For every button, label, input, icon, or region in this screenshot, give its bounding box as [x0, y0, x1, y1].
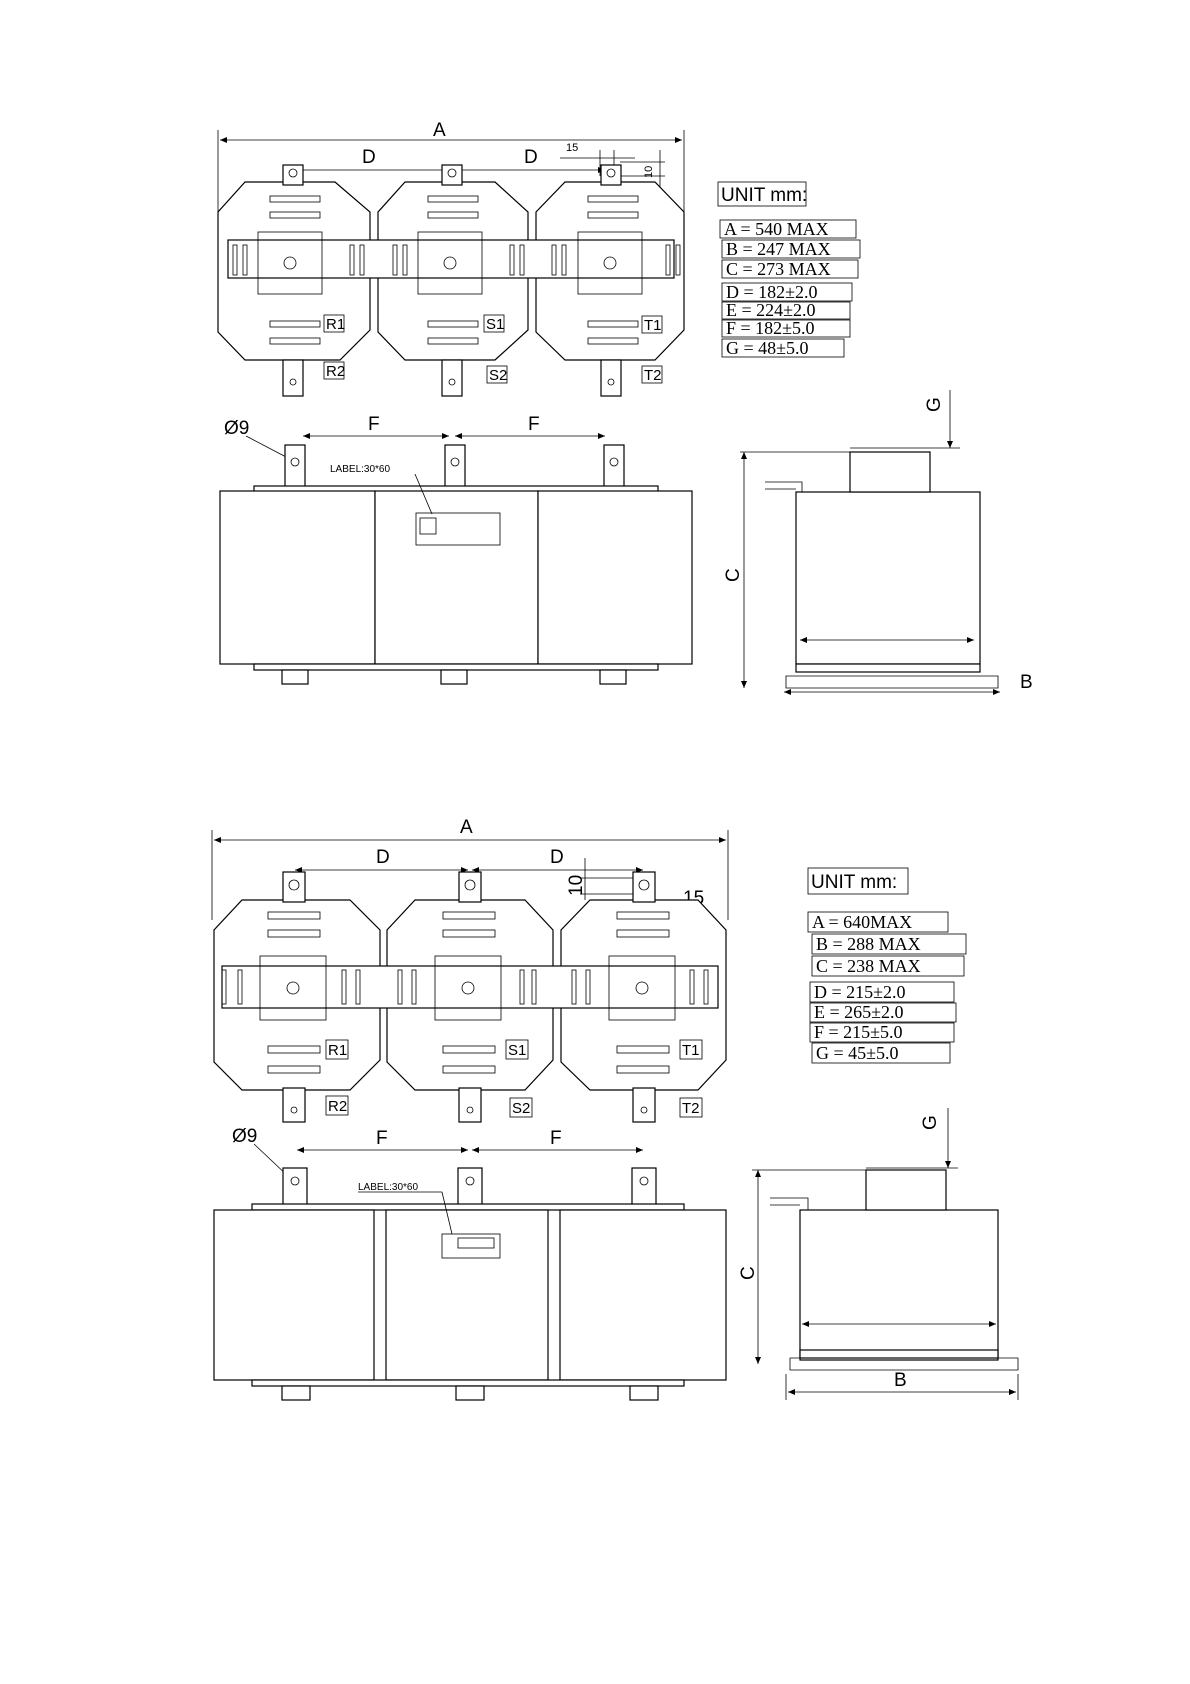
front-view-2: Ø9 F F LABEL:30*60 [214, 1126, 726, 1400]
top-view-coils [218, 165, 684, 396]
dim-d-right-label-2: D [550, 847, 564, 868]
terminal-s1-2: S1 [508, 1042, 526, 1059]
hole-label: Ø9 [224, 418, 249, 439]
top-view-coils-2 [214, 872, 726, 1122]
table-row-d-2: D = 215±2.0 [814, 982, 906, 1002]
dim-c-label: C [723, 568, 744, 582]
dim-f-right-label-2: F [550, 1128, 562, 1149]
dim-f-right-label: F [528, 414, 540, 435]
terminal-t1: T1 [644, 317, 662, 334]
dim-d-left-label-2: D [376, 847, 390, 868]
side-view-1: G C B [723, 390, 1033, 693]
dim-d-left-label: D [362, 147, 376, 168]
table-row-a-2: A = 640MAX [812, 912, 912, 932]
terminal-t1-2: T1 [682, 1042, 700, 1059]
side-view-2: G C B [738, 1108, 1018, 1400]
drawing-2: A D D 10 15 [212, 817, 1018, 1400]
table-row-a: A = 540 MAX [724, 219, 829, 239]
dim-b-label-2: B [894, 1370, 907, 1391]
table-row-e-2: E = 265±2.0 [814, 1002, 904, 1022]
table-row-b: B = 247 MAX [726, 239, 831, 259]
label-note: LABEL:30*60 [330, 464, 390, 475]
terminal-s1: S1 [486, 316, 504, 333]
unit-table-1: UNIT mm: A = 540 MAX B = 247 MAX C = 273… [718, 182, 860, 358]
dim-15-label: 15 [566, 142, 578, 154]
drawing-1: A D D 15 10 [218, 120, 1033, 693]
dim-g-label-2: G [920, 1115, 941, 1130]
terminal-r2-2: R2 [328, 1098, 347, 1115]
table-row-g: G = 48±5.0 [726, 338, 809, 358]
unit-table-2: UNIT mm: A = 640MAX B = 288 MAX C = 238 … [808, 868, 966, 1063]
terminal-r2: R2 [326, 363, 345, 380]
terminal-t2-2: T2 [682, 1100, 700, 1117]
table-row-c-2: C = 238 MAX [816, 956, 921, 976]
terminal-s2: S2 [489, 367, 507, 384]
dim-10-label-2: 10 [566, 875, 587, 896]
dim-a-label-2: A [460, 817, 473, 838]
table-row-c: C = 273 MAX [726, 259, 831, 279]
table-row-b-2: B = 288 MAX [816, 934, 921, 954]
table-row-f: F = 182±5.0 [726, 318, 815, 338]
dim-d-2: D D [295, 847, 643, 870]
unit-title: UNIT mm: [721, 185, 807, 206]
terminal-r1: R1 [326, 316, 345, 333]
dim-c-label-2: C [738, 1266, 759, 1280]
terminal-s2-2: S2 [512, 1100, 530, 1117]
hole-label-2: Ø9 [232, 1126, 257, 1147]
table-row-e: E = 224±2.0 [726, 300, 816, 320]
front-view-1: Ø9 F F LABEL:30*60 [220, 414, 692, 684]
table-row-g-2: G = 45±5.0 [816, 1043, 899, 1063]
table-row-d: D = 182±2.0 [726, 282, 818, 302]
dim-f-left-label: F [368, 414, 380, 435]
dim-10-label: 10 [643, 166, 655, 178]
dim-g-label: G [924, 397, 945, 412]
label-note-2: LABEL:30*60 [358, 1182, 418, 1193]
terminal-t2: T2 [644, 367, 662, 384]
dim-a-label: A [433, 120, 446, 141]
dim-b-label: B [1020, 672, 1033, 693]
dim-d-right-label: D [524, 147, 538, 168]
unit-title-2: UNIT mm: [811, 872, 897, 893]
terminal-r1-2: R1 [328, 1042, 347, 1059]
dim-f-left-label-2: F [376, 1128, 388, 1149]
table-row-f-2: F = 215±5.0 [814, 1022, 903, 1042]
